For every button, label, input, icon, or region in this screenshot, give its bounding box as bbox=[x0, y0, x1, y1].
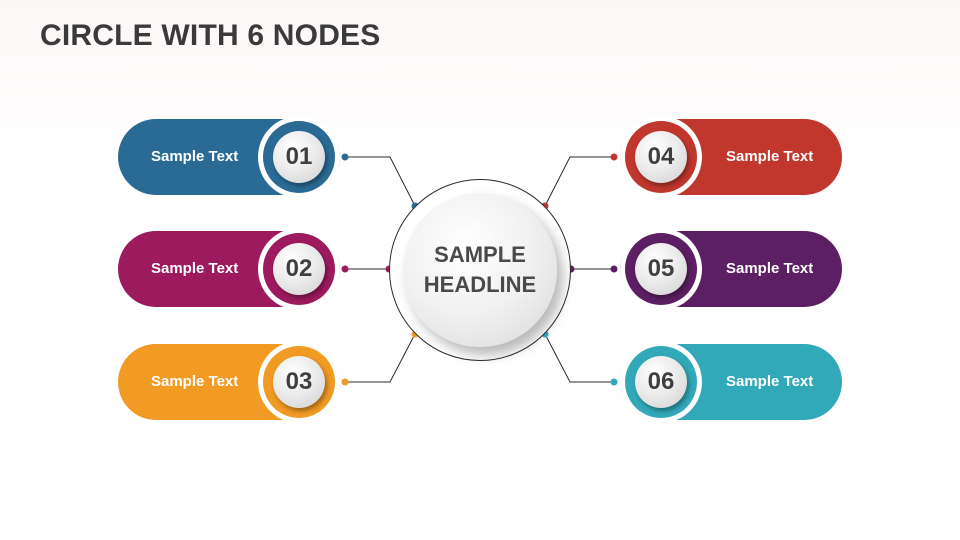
node-05-number: 05 bbox=[635, 243, 687, 295]
slide-title: CIRCLE WITH 6 NODES bbox=[40, 19, 381, 52]
node-06-number: 06 bbox=[635, 356, 687, 408]
dot-06-outer bbox=[610, 378, 618, 386]
node-05-pill: Sample Text 05 bbox=[620, 228, 842, 310]
node-06-label: Sample Text bbox=[726, 373, 814, 390]
node-06-pill: Sample Text 06 bbox=[620, 341, 842, 423]
node-01-pill: Sample Text 01 bbox=[118, 116, 340, 198]
node-03-badge: 03 bbox=[258, 341, 340, 423]
connector-01 bbox=[345, 156, 416, 207]
node-02-pill: Sample Text 02 bbox=[118, 228, 340, 310]
node-02-badge: 02 bbox=[258, 228, 340, 310]
connector-03 bbox=[345, 333, 416, 383]
node-03-label: Sample Text bbox=[151, 373, 239, 390]
node-01-number: 01 bbox=[273, 131, 325, 183]
node-04-badge: 04 bbox=[620, 116, 702, 198]
node-01-label: Sample Text bbox=[151, 148, 239, 165]
dot-02-outer bbox=[341, 265, 349, 273]
dot-03-outer bbox=[341, 378, 349, 386]
center-headline-line1: SAMPLE bbox=[434, 242, 526, 267]
node-05-badge: 05 bbox=[620, 228, 702, 310]
node-04-number: 04 bbox=[635, 131, 687, 183]
center-headline-circle: SAMPLE HEADLINE bbox=[403, 193, 557, 347]
node-03-number: 03 bbox=[273, 356, 325, 408]
node-02-number: 02 bbox=[273, 243, 325, 295]
connector-04 bbox=[544, 156, 614, 207]
node-06-badge: 06 bbox=[620, 341, 702, 423]
node-05-label: Sample Text bbox=[726, 260, 814, 277]
node-01-badge: 01 bbox=[258, 116, 340, 198]
dot-05-outer bbox=[610, 265, 618, 273]
node-02-label: Sample Text bbox=[151, 260, 239, 277]
dot-04-outer bbox=[610, 153, 618, 161]
node-03-pill: Sample Text 03 bbox=[118, 341, 340, 423]
center-headline-line2: HEADLINE bbox=[423, 272, 537, 297]
node-04-pill: Sample Text 04 bbox=[620, 116, 842, 198]
node-04-label: Sample Text bbox=[726, 148, 814, 165]
dot-01-outer bbox=[341, 153, 349, 161]
connector-06 bbox=[544, 333, 614, 383]
